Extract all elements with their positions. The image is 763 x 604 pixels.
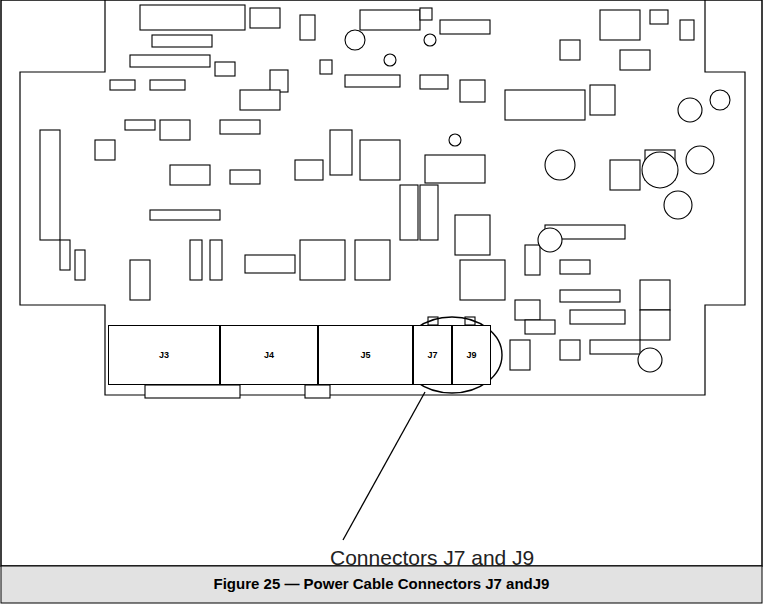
connector-block: J3 [108, 325, 220, 385]
board-outline [20, 0, 745, 395]
connector-block: J5 [318, 325, 413, 385]
callout-label: Connectors J7 and J9 [330, 546, 534, 569]
connector-block: J9 [452, 325, 491, 385]
connector-block: J7 [413, 325, 452, 385]
connector-name: J3 [159, 351, 169, 360]
connector-block: J4 [220, 325, 318, 385]
figure-caption: Figure 25 — Power Cable Connectors J7 an… [214, 576, 550, 593]
connector-name: J4 [264, 351, 274, 360]
connector-name: J9 [466, 351, 476, 360]
figure-frame [1, 0, 762, 566]
leader-line [343, 392, 425, 540]
callout-ellipse [402, 317, 502, 393]
connector-name: J5 [360, 351, 370, 360]
board-components [40, 5, 730, 398]
caption-band [1, 566, 762, 603]
connector-name: J7 [427, 351, 437, 360]
